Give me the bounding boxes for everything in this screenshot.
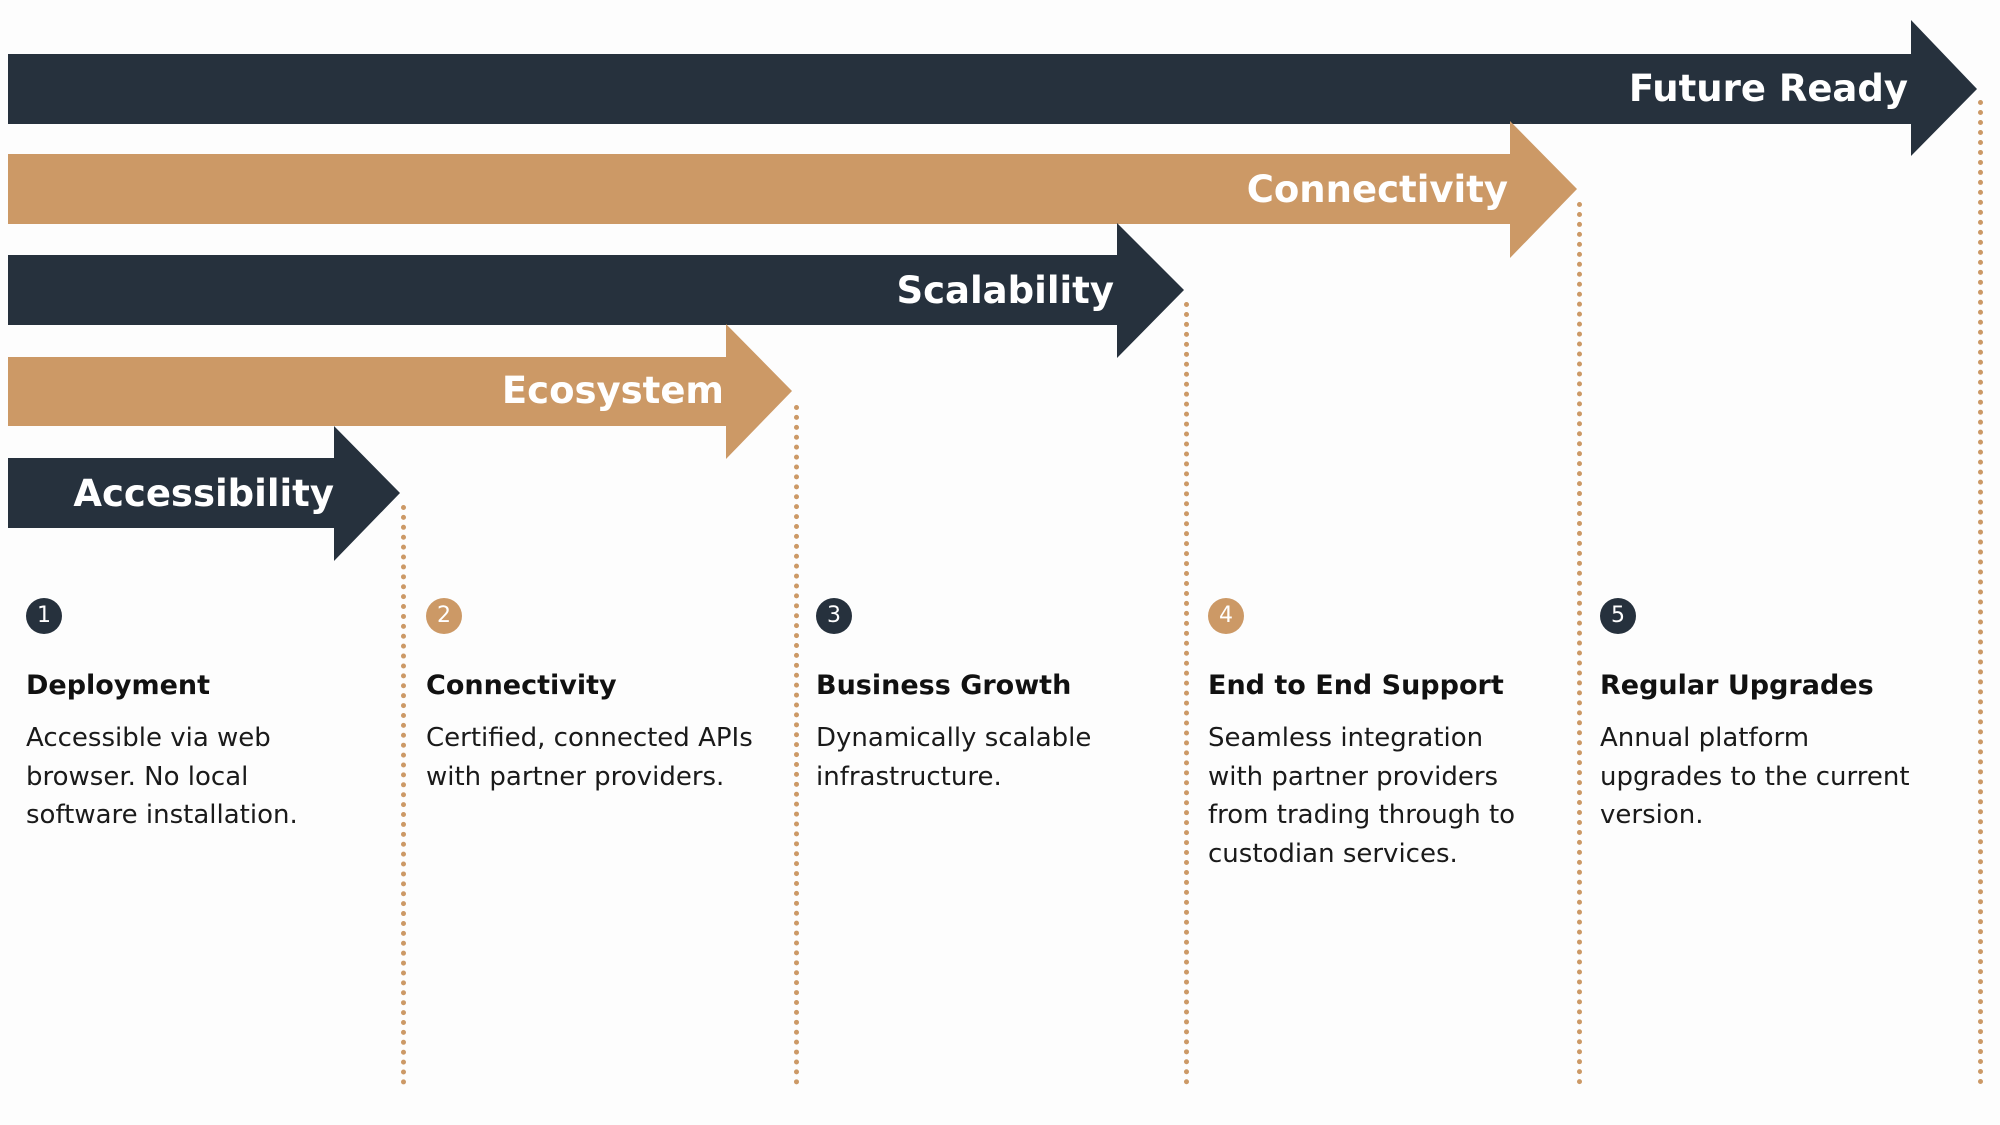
step-3: 3 Business Growth Dynamically scalable i… [816,598,1166,796]
description-line: Annual platform [1600,723,1810,753]
arrow-label-connectivity: Connectivity [1247,168,1508,211]
arrow-accessibility [8,426,400,561]
step-title: Deployment [26,670,211,701]
step-number-badge: 2 [426,598,462,634]
arrow-future-ready [8,20,1977,156]
arrow-label-ecosystem: Ecosystem [502,369,724,412]
description-line: with partner providers. [426,761,725,792]
step-title: End to End Support [1208,670,1504,701]
step-title: Regular Upgrades [1600,670,1874,701]
divider-1 [401,505,406,1085]
description-line: upgrades to the current [1600,761,1910,792]
arrow-label-accessibility: Accessibility [73,472,334,515]
step-1: 1 Deployment Accessible via web browser.… [26,598,376,835]
description-line: custodian services. [1208,838,1458,869]
description-line: browser. No local [26,761,249,792]
step-5: 5 Regular Upgrades Annual platform upgra… [1600,598,1950,835]
description-line: with partner providers [1208,761,1499,792]
step-description: Seamless integration with partner provid… [1208,719,1558,873]
step-description: Accessible via web browser. No local sof… [26,719,376,835]
divider-5 [1978,100,1983,1085]
step-title: Business Growth [816,670,1072,701]
arrow-connectivity [8,121,1577,258]
step-number-badge: 1 [26,598,62,634]
description-line: Accessible via web [26,723,271,753]
step-4: 4 End to End Support Seamless integratio… [1208,598,1558,873]
arrow-label-scalability: Scalability [896,269,1114,312]
step-number-badge: 3 [816,598,852,634]
step-2: 2 Connectivity Certified, connected APIs… [426,598,776,796]
description-line: Dynamically scalable [816,723,1092,753]
description-line: from trading through to [1208,800,1516,830]
description-line: Seamless integration [1208,723,1484,753]
arrow-scalability [8,223,1184,358]
description-line: infrastructure. [816,761,1002,792]
description-line: version. [1600,800,1704,830]
divider-3 [1184,302,1189,1085]
step-title: Connectivity [426,670,617,701]
description-line: Certified, connected APIs [426,723,753,753]
step-number-badge: 4 [1208,598,1244,634]
arrow-ecosystem [8,324,792,459]
description-line: software installation. [26,800,298,830]
step-description: Certified, connected APIs with partner p… [426,719,776,796]
step-description: Annual platform upgrades to the current … [1600,719,1950,835]
step-description: Dynamically scalable infrastructure. [816,719,1166,796]
divider-4 [1577,202,1582,1085]
divider-2 [794,405,799,1085]
step-number-badge: 5 [1600,598,1636,634]
arrow-label-future-ready: Future Ready [1629,67,1908,110]
